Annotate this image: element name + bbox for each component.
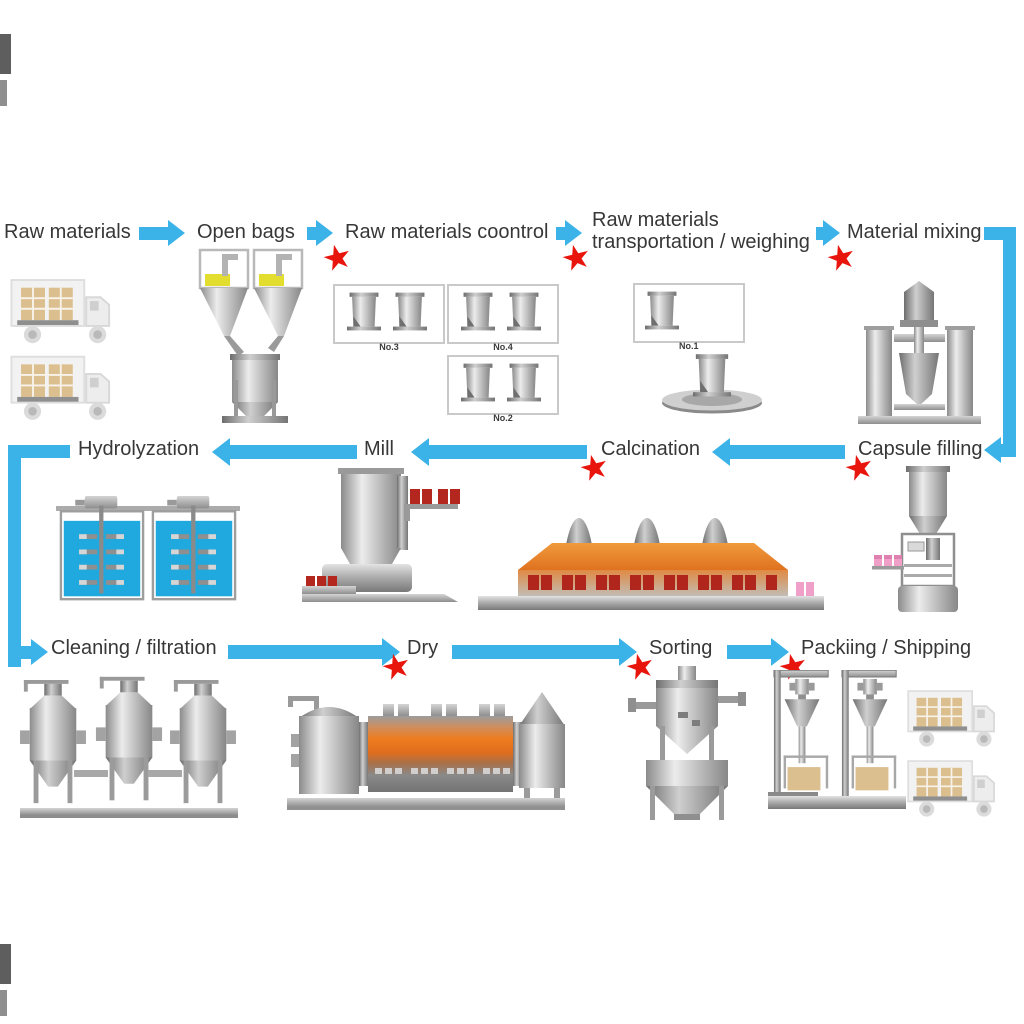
arrow-body xyxy=(730,445,845,459)
arrow-transportation-to-mixing xyxy=(816,220,840,246)
arrow-cleaning-to-dry xyxy=(228,638,400,666)
arrow-sorting-to-packing xyxy=(727,638,789,666)
arrow-head xyxy=(316,220,333,246)
capsule-filling-machine-illustration xyxy=(872,466,958,612)
arrow-body xyxy=(139,226,168,240)
arrow-head xyxy=(168,220,185,246)
edge-artifact xyxy=(0,990,7,1016)
arrow-head xyxy=(712,438,730,466)
elbow-arrow-head xyxy=(984,437,1001,463)
cyclone-sorter-illustration xyxy=(628,666,746,820)
step-label-transportation: Raw materials transportation / weighing xyxy=(592,209,810,253)
arrow-body xyxy=(452,645,619,659)
arrow-open-bags-to-control xyxy=(307,220,333,246)
arrow-body xyxy=(228,645,382,659)
star-marker: ★ xyxy=(317,234,357,282)
silo-pair-illustration xyxy=(461,292,541,331)
shipping-trucks-illustration xyxy=(907,690,995,818)
step-label-calcination: Calcination xyxy=(601,438,700,460)
arrow-head xyxy=(619,638,637,666)
open-bags-machine-illustration xyxy=(198,248,304,423)
unit-tag: No.3 xyxy=(379,342,399,352)
edge-artifact xyxy=(0,944,11,984)
edge-artifact xyxy=(0,80,7,106)
arrow-head xyxy=(411,438,429,466)
step-label-material-mixing: Material mixing xyxy=(847,221,982,243)
arrow-head xyxy=(565,220,582,246)
calcination-furnace-illustration xyxy=(478,518,824,610)
unit-tag: No.4 xyxy=(493,342,513,352)
step-label-packing-shipping: Packiing / Shipping xyxy=(801,637,972,659)
cleaning-filtration-tanks-illustration xyxy=(20,676,238,818)
arrow-capsule-filling-to-calcination xyxy=(712,438,845,466)
arrow-calcination-to-mill xyxy=(411,438,587,466)
arrow-head xyxy=(823,220,840,246)
rotary-dryer-illustration xyxy=(287,692,565,810)
unit-tag: No.2 xyxy=(493,413,513,423)
arrow-body xyxy=(429,445,587,459)
silo-unit-no4: No.4 xyxy=(447,284,559,352)
elbow-connector-left-vertical xyxy=(8,445,21,667)
step-label-capsule-filling: Capsule filling xyxy=(858,438,983,460)
silo-unit-no1: No.1 xyxy=(633,283,745,351)
hydrolyzation-tanks-illustration xyxy=(56,496,240,601)
step-label-transportation-line1: Raw materials xyxy=(592,209,719,231)
elbow-connector-right-vertical xyxy=(1003,227,1016,457)
step-label-mill: Mill xyxy=(364,438,394,460)
silo-unit-no3: No.3 xyxy=(333,284,445,352)
star-marker: ★ xyxy=(556,234,596,282)
packing-stations-illustration xyxy=(768,670,906,809)
arrow-body xyxy=(230,445,357,459)
step-label-open-bags: Open bags xyxy=(197,221,295,243)
elbow-connector-left-top xyxy=(8,445,70,458)
elbow-connector-left-bottom xyxy=(21,646,31,659)
material-mixing-illustration xyxy=(858,281,981,424)
step-label-cleaning-filtration: Cleaning / filtration xyxy=(51,637,217,659)
step-label-raw-materials: Raw materials xyxy=(4,221,131,243)
silo-pair-illustration xyxy=(347,292,427,331)
edge-artifact xyxy=(0,34,11,74)
arrow-body xyxy=(816,226,823,240)
step-label-dry: Dry xyxy=(407,637,439,659)
star-marker: ★ xyxy=(821,234,861,282)
step-label-transportation-line2: transportation / weighing xyxy=(592,231,810,253)
silo-pair-illustration xyxy=(461,363,541,402)
silo-unit-no2: No.2 xyxy=(447,355,559,423)
arrow-body xyxy=(556,226,565,240)
silo-single-illustration xyxy=(645,291,679,330)
arrow-head xyxy=(771,638,789,666)
step-label-hydrolyzation: Hydrolyzation xyxy=(78,438,200,460)
elbow-arrow-head xyxy=(31,639,48,665)
elbow-connector-right-bottom xyxy=(1000,444,1016,457)
mill-illustration xyxy=(302,468,460,602)
arrow-head xyxy=(212,438,230,466)
arrow-body xyxy=(727,645,771,659)
arrow-raw-materials-to-open-bags xyxy=(139,220,185,246)
step-label-sorting: Sorting xyxy=(649,637,713,659)
arrow-mill-to-hydrolyzation xyxy=(212,438,357,466)
weighing-scale-illustration xyxy=(662,354,762,414)
arrow-body xyxy=(307,226,316,240)
arrow-control-to-transportation xyxy=(556,220,582,246)
step-label-raw-materials-control: Raw materials coontrol xyxy=(345,221,549,243)
arrow-head xyxy=(382,638,400,666)
raw-materials-trucks-illustration xyxy=(10,279,111,421)
arrow-dry-to-sorting xyxy=(452,638,637,666)
unit-tag: No.1 xyxy=(679,341,699,351)
